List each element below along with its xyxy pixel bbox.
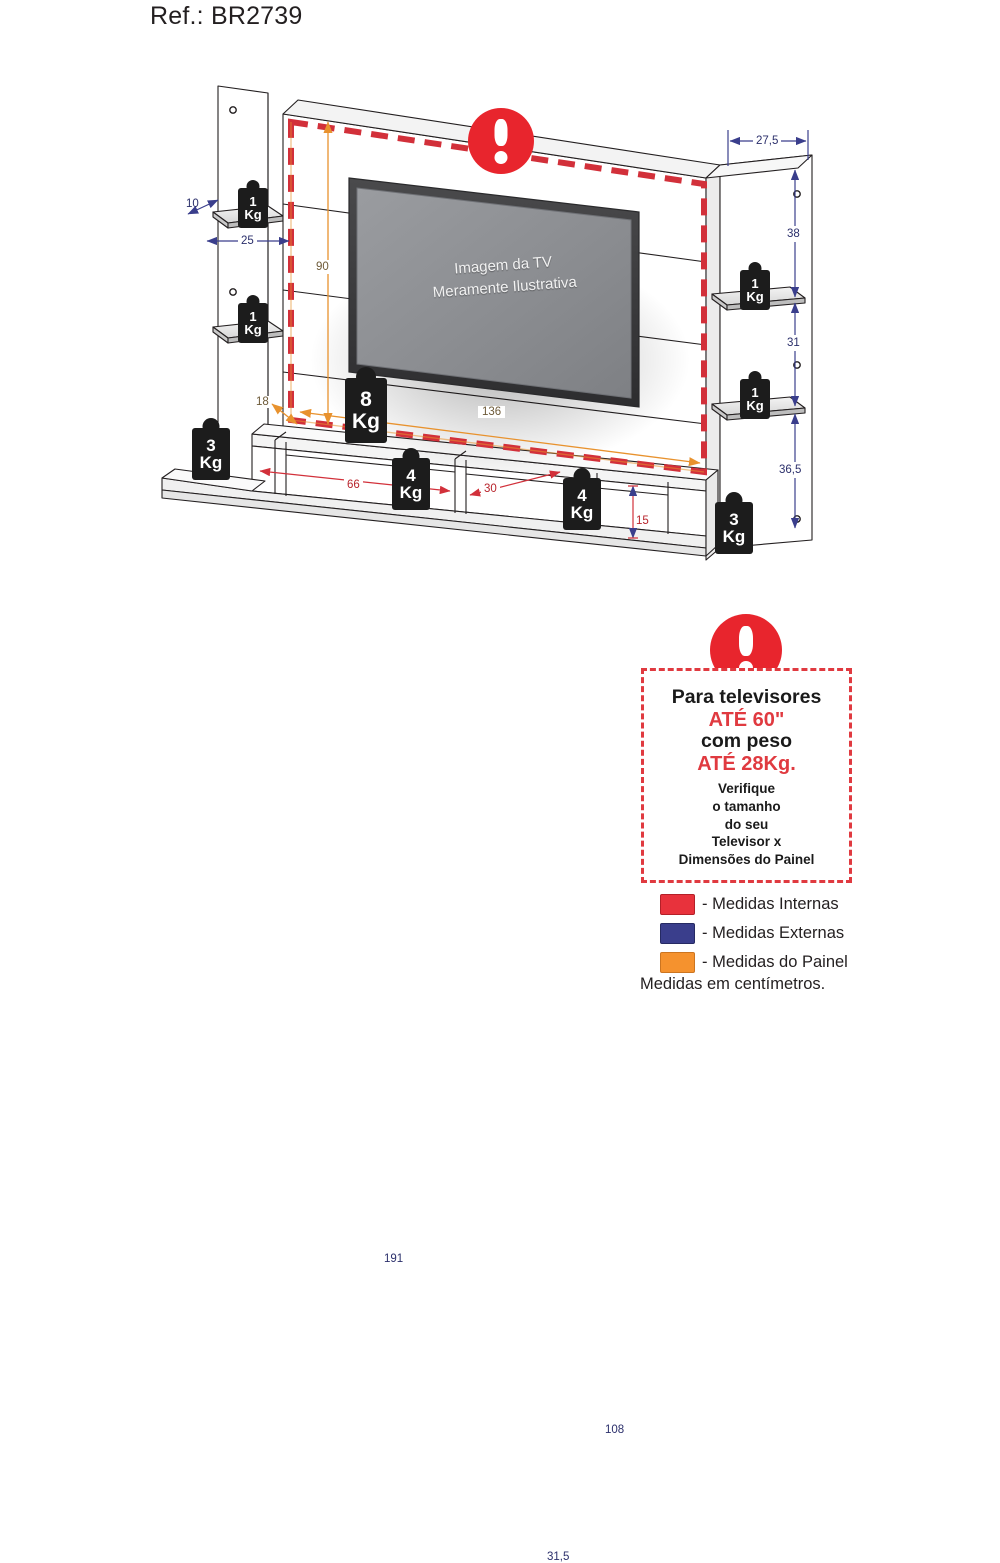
weight-tag-right-side-base: 3 Kg [715, 492, 753, 554]
legend-swatch-externas [660, 923, 695, 944]
weight-tag-body: 4 Kg [563, 478, 601, 530]
weight-tag-body: 4 Kg [392, 458, 430, 510]
weight-tag-unit: Kg [244, 207, 262, 222]
weight-tag-body: 1 Kg [238, 188, 268, 228]
warning-line-1: Para televisores [671, 686, 822, 708]
weight-tag-unit: Kg [244, 322, 262, 337]
dim-niche-mid-width: 30 [481, 483, 500, 495]
weight-tag-left-shelf-lower: 1 Kg [238, 295, 268, 343]
weight-tag-unit: Kg [746, 289, 764, 304]
weight-tag-value: 3 [729, 509, 739, 529]
dim-overall-width: 191 [384, 1253, 404, 1265]
weight-tag-value: 8 [360, 388, 372, 412]
dim-overall-depth: 31,5 [547, 1551, 570, 1563]
weight-tag-right-shelf-lower: 1 Kg [740, 371, 770, 419]
weight-tag-value: 4 [577, 485, 587, 505]
weight-tag-value: 1 [249, 193, 257, 209]
weight-tag-value: 3 [206, 435, 216, 455]
weight-tag-unit: Kg [722, 527, 746, 546]
legend-label-painel: - Medidas do Painel [702, 953, 848, 971]
warning-line-2: ATÉ 60" [708, 708, 785, 731]
dim-overall-height: 108 [605, 1424, 625, 1436]
weight-tag-right-shelf-upper: 1 Kg [740, 262, 770, 310]
weight-tag-body: 1 Kg [740, 270, 770, 310]
legend-swatch-internas [660, 894, 695, 915]
legend-item-externas: - Medidas Externas [660, 919, 960, 948]
dim-right-top-gap: 38 [786, 226, 801, 242]
weight-tag-left-side-base: 3 Kg [192, 418, 230, 480]
legend-footer-note: Medidas em centímetros. [640, 975, 826, 993]
weight-tag-unit: Kg [199, 453, 223, 472]
warning-line-4: ATÉ 28Kg. [697, 753, 796, 776]
weight-tag-unit: Kg [352, 409, 380, 433]
measure-legend: - Medidas Internas - Medidas Externas - … [660, 890, 960, 977]
exclamation-dot [494, 151, 508, 164]
exclamation-bar [494, 119, 508, 146]
reference-title: Ref.: BR2739 [150, 2, 303, 30]
exclamation-bar [739, 626, 753, 656]
weight-tag-body: 3 Kg [715, 502, 753, 554]
weight-tag-value: 1 [751, 275, 759, 291]
dim-right-mid-gap: 31 [786, 335, 801, 351]
dim-right-bottom-gap: 36,5 [778, 462, 803, 478]
legend-swatch-painel [660, 952, 695, 973]
weight-tag-value: 4 [406, 465, 416, 485]
dim-right-depth: 27,5 [753, 135, 782, 147]
weight-tag-tv-panel: 8 Kg [345, 367, 387, 443]
weight-tag-left-shelf-upper: 1 Kg [238, 180, 268, 228]
warning-sub-3: do seu [724, 816, 769, 832]
warning-sub-1: Verifique [717, 781, 776, 797]
weight-tag-body: 1 Kg [238, 303, 268, 343]
dim-left-shelf-width: 25 [238, 235, 257, 247]
exclamation-circle-icon [468, 108, 534, 174]
legend-item-painel: - Medidas do Painel [660, 948, 960, 977]
tv-compatibility-warning-panel: Para televisores ATÉ 60" com peso ATÉ 28… [641, 668, 852, 883]
warning-sub-4: Televisor x [711, 834, 782, 850]
bottom-view-diagram [0, 600, 660, 1000]
weight-tag-value: 1 [249, 308, 257, 324]
warning-sub-5: Dimensões do Painel [678, 851, 815, 867]
weight-tag-body: 1 Kg [740, 379, 770, 419]
top-view-diagram [161, 85, 813, 561]
dim-panel-offset: 18 [254, 396, 271, 408]
dim-left-depth: 10 [186, 198, 199, 210]
weight-tag-body: 3 Kg [192, 428, 230, 480]
dim-niche-left-width: 66 [344, 479, 363, 491]
weight-tag-bench-right: 4 Kg [563, 468, 601, 530]
weight-tag-body: 8 Kg [345, 378, 387, 443]
weight-tag-bench-left: 4 Kg [392, 448, 430, 510]
legend-label-externas: - Medidas Externas [702, 924, 845, 942]
weight-tag-value: 1 [751, 384, 759, 400]
dim-niche-height: 15 [634, 515, 651, 527]
legend-item-internas: - Medidas Internas [660, 890, 960, 919]
weight-tag-unit: Kg [399, 483, 423, 502]
warning-line-3: com peso [700, 730, 793, 753]
weight-tag-unit: Kg [570, 503, 594, 522]
weight-tag-unit: Kg [746, 398, 764, 413]
dim-panel-height: 90 [314, 260, 331, 274]
warning-sub-2: o tamanho [712, 798, 781, 814]
legend-label-internas: - Medidas Internas [702, 895, 839, 913]
dim-panel-width: 136 [478, 406, 506, 418]
